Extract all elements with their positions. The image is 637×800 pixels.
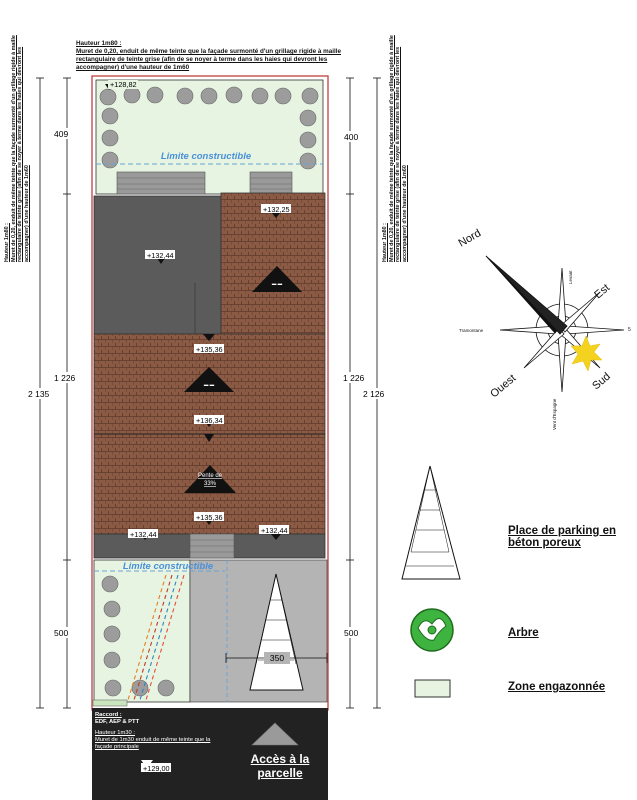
legend-parking-symbol	[401, 465, 461, 580]
legend-parking: Place de parking en béton poreux	[508, 525, 617, 549]
utility-lines	[127, 574, 185, 701]
compass-ouest: Ouest	[488, 372, 518, 400]
building-grey-block	[93, 195, 222, 335]
tree-row-top	[99, 86, 319, 170]
sun-icon	[570, 335, 603, 372]
level-label: +132,44	[130, 530, 157, 539]
legend-zone: Zone engazonnée	[508, 681, 606, 693]
level-label: +132,25	[263, 205, 290, 214]
access-arrow	[251, 722, 299, 746]
compass-nord: Nord	[457, 227, 484, 249]
level-label: +135,36	[196, 345, 223, 354]
raccord-note: Raccord : EDF, AEP & PTT Hauteur 1m30 : …	[95, 712, 211, 750]
level-labels: +128,82 +132,25 +132,44 +135,36 +136,34 …	[108, 80, 291, 773]
level-label: +135,36	[196, 513, 223, 522]
svg-text:▬ ▬: ▬ ▬	[204, 382, 215, 387]
dim-left-total: 2 135	[28, 389, 50, 399]
stairs-top-left	[116, 171, 206, 195]
level-label: +132,44	[261, 526, 288, 535]
limite-label-top: Limite constructible	[161, 151, 252, 162]
level-label: +132,44	[147, 251, 174, 260]
dim-right-total: 2 126	[363, 389, 385, 399]
roof-ridge-3	[184, 465, 236, 493]
dim-right-top: 400	[344, 132, 358, 142]
compass-levant: Levant	[568, 270, 573, 284]
dimension-labels: 409 1 226 2 135 500 400 1 226 2 126 500	[26, 128, 391, 638]
level-label: +129,00	[143, 764, 170, 773]
legend-lawn-swatch	[414, 679, 451, 698]
compass-est: Est	[592, 282, 612, 301]
dim-right-bottom: 500	[344, 628, 358, 638]
level-label: +136,34	[196, 416, 223, 425]
roof-upper-right	[220, 192, 326, 335]
width-dim-label: 350	[270, 653, 284, 663]
pente-label: Pente de	[198, 473, 223, 479]
roof-ridge-2	[184, 367, 234, 392]
dim-left-mid: 1 226	[54, 373, 76, 383]
svg-text:▬ ▬: ▬ ▬	[272, 281, 283, 286]
tree-icon	[410, 608, 454, 652]
compass-tramontane: Tramontane	[459, 328, 484, 333]
fence-note-right: Hauteur 1m80 : Muret de 0,20, enduit de …	[382, 35, 408, 262]
legend-arbre: Arbre	[508, 627, 539, 639]
acces-label: Accès à la parcelle	[250, 752, 310, 780]
level-label: +128,82	[110, 80, 137, 89]
compass-sud: Sud	[590, 371, 613, 393]
fence-note-top: Hauteur 1m80 : Muret de 0,20, enduit de …	[76, 40, 341, 71]
dim-left-bottom: 500	[54, 628, 68, 638]
stairs-top-right	[249, 171, 293, 195]
svg-text:5: 5	[628, 327, 631, 333]
compass-vent: Vent d'Espagne	[552, 398, 557, 430]
fence-note-left: Hauteur 1m80 : Muret de 0,20, enduit de …	[4, 35, 30, 262]
legend-parking-hatch	[406, 465, 454, 567]
pente-value: 33%	[204, 481, 217, 487]
dim-left-top: 409	[54, 129, 68, 139]
asphalt-access	[92, 708, 328, 800]
limite-label-bottom: Limite constructible	[123, 561, 214, 572]
tree-column-bottom	[101, 575, 175, 697]
dim-right-mid: 1 226	[343, 373, 365, 383]
roof-ridge-1	[252, 266, 302, 292]
